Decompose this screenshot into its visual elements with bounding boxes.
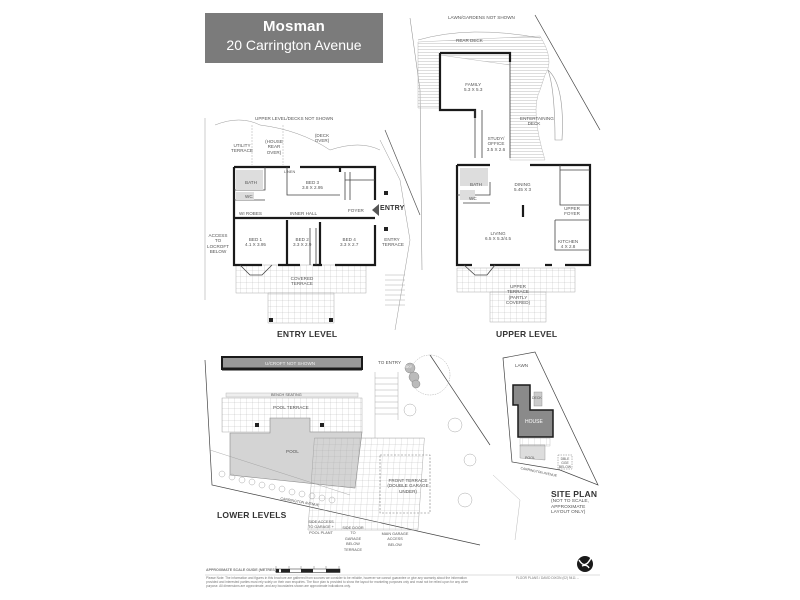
scale-bar (275, 566, 341, 573)
room-upper-terrace: UPPER TERRACE (PARTLY COVERED) (505, 284, 531, 306)
note-sky: SKY (405, 365, 413, 369)
room-wi-robes: WI ROBES (239, 211, 262, 216)
site-label-garage: DBLE GGE BELOW (558, 457, 572, 469)
lower-levels-title: LOWER LEVELS (217, 510, 287, 520)
room-inner-hall: INNER HALL (290, 211, 318, 216)
lower-levels-plan (204, 354, 491, 546)
note-access-locroft: ACCESS TO LOCROFT BELOW (207, 233, 229, 255)
note-pool-terrace: POOL TERRACE (273, 405, 309, 410)
room-wc-upper: WC (469, 196, 477, 201)
note-side-door: SIDE DOOR TO GARAGE BELOW TERRACE (342, 526, 364, 552)
site-label-pool: POOL (525, 456, 535, 460)
room-bed1: BED 14.1 x 3.95 (245, 237, 266, 248)
site-label-house: HOUSE (525, 419, 543, 425)
disclaimer-text: Please Note: The information and figures… (206, 576, 469, 588)
note-upper-decks: UPPER LEVEL/DECKS NOT SHOWN (255, 116, 334, 121)
entry-marker: ENTRY (380, 205, 405, 212)
upper-level-plan (409, 14, 601, 323)
site-label-deck: DECK (532, 396, 542, 400)
note-deck-over: (DECK OVER) (314, 133, 330, 144)
room-bath-upper: BATH (470, 182, 482, 187)
room-bed2: BED 23.3 x 2.9 (293, 237, 312, 248)
room-foyer: FOYER (348, 208, 364, 213)
room-entry-terrace: ENTRY TERRACE (382, 237, 404, 248)
note-utility-terrace: UTILITY TERRACE (231, 143, 253, 154)
room-wc-entry: WC (245, 194, 253, 199)
note-house-rear-over: (HOUSE REAR OVER) (265, 139, 283, 155)
site-plan-subtitle: (NOT TO SCALE, APPROXIMATE LAYOUT ONLY) (551, 499, 589, 516)
upper-level-title: UPPER LEVEL (496, 329, 558, 339)
note-to-entry: TO ENTRY (378, 360, 402, 365)
note-front-terrace: FRONT TERRACE (DOUBLE GARAGE UNDER) (387, 478, 429, 494)
note-side-access: SIDE ACCESS TO GARAGE + POOL PLANT (308, 520, 334, 535)
entry-level-plan (204, 118, 421, 331)
room-upper-foyer: UPPER FOYER (564, 206, 580, 217)
entry-level-title: ENTRY LEVEL (277, 329, 338, 339)
note-undercroft: U/CROFT NOT SHOWN (265, 361, 316, 366)
brand-logo-icon (577, 556, 593, 572)
note-main-garage: MAIN GARAGE ACCESS BELOW (381, 532, 409, 547)
room-covered-terrace: COVERED TERRACE (290, 276, 314, 287)
credit-text: FLOOR PLANS / DAVID DIXON (02) 9411 ... (516, 576, 580, 580)
site-plan-drawing (492, 351, 599, 541)
note-bench-seating: BENCH SEATING (271, 393, 302, 397)
note-pool: POOL (286, 449, 299, 454)
suburb-title: Mosman (262, 18, 326, 35)
address-subtitle: 20 Carrington Avenue (226, 37, 362, 53)
site-plan-title: SITE PLAN (551, 489, 598, 499)
scale-label: APPROXIMATE SCALE GUIDE (METRES) (206, 568, 277, 572)
room-bed4: BED 43.3 x 2.7 (340, 237, 359, 248)
room-linen: LINEN (284, 170, 296, 174)
note-entertaining-deck: ENTERTAINING DECK (520, 116, 554, 127)
note-rear-deck: REAR DECK (456, 38, 483, 43)
room-bath-entry: BATH (245, 180, 257, 185)
room-bed3: BED 33.8 x 2.95 (302, 180, 323, 191)
title-box: Mosman 20 Carrington Avenue (205, 13, 383, 63)
site-label-lawn: LAWN (515, 363, 529, 368)
note-lawn-gardens: LAWN/GARDENS NOT SHOWN (448, 15, 515, 20)
